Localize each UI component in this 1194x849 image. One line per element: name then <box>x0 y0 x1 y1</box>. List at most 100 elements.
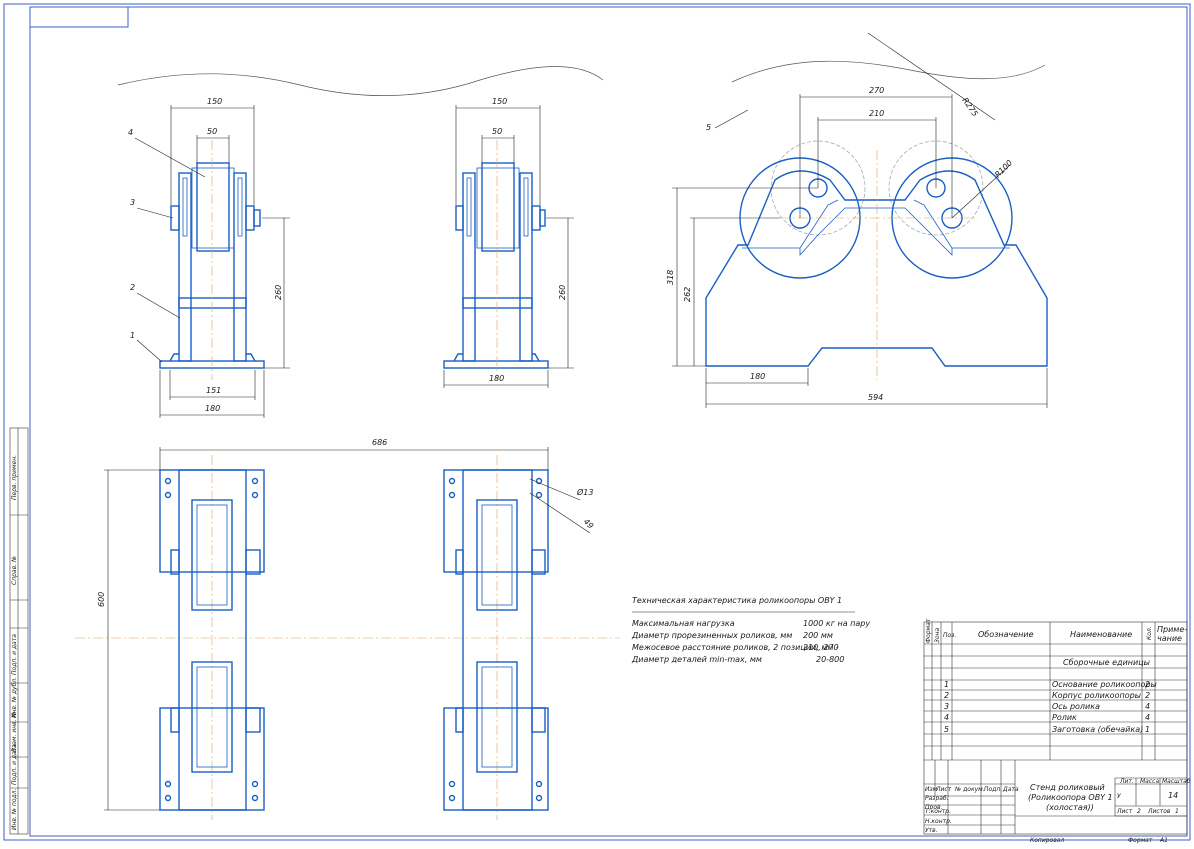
top-stamp-box <box>29 6 129 28</box>
tech-row-label: Диаметр прорезиненных роликов, мм <box>631 631 792 640</box>
dim-front-radius-small: R100 <box>993 158 1014 179</box>
dim-side-base-inner: 151 <box>206 386 221 395</box>
dim-front-base-left: 180 <box>750 372 765 381</box>
outer-border <box>3 3 1191 841</box>
stamp-text-1: Справ. № <box>11 556 18 585</box>
spec-row-pos: 5 <box>944 725 949 734</box>
dim-plan-hole-d: Ø13 <box>576 487 593 497</box>
callout-4: 4 <box>128 128 133 137</box>
spec-header-zone: Зона <box>934 628 941 643</box>
tb-role: Утв. <box>925 827 938 834</box>
tb-sheets-label: Листов <box>1147 808 1171 815</box>
tech-row-value: 1000 кг на пару <box>803 619 870 628</box>
tb-role: Разраб. <box>925 795 949 802</box>
callout-3: 3 <box>130 198 135 207</box>
spec-row-name: Основание роликоопоры <box>1052 680 1157 689</box>
side-view-left: 150 50 260 151 180 4 3 2 1 <box>117 66 604 418</box>
tech-heading: Техническая характеристика роликоопоры O… <box>632 596 842 605</box>
side-stamp-strip: Перв. примен. Справ. № Подп. и дата Инв.… <box>9 427 29 835</box>
dim-plan-length: 600 <box>97 592 106 607</box>
drawing-title: (холостая)) <box>1046 803 1094 812</box>
dim-plan-total-width: 686 <box>372 438 387 447</box>
tb-role: Н.контр. <box>925 818 952 825</box>
tb-sheet-label: Лист <box>1116 808 1133 815</box>
tb-role: Т.контр. <box>925 808 951 815</box>
dim-front-base-total: 594 <box>868 393 883 402</box>
stamp-text-6: Инв. № подл. <box>11 789 18 830</box>
tech-row-value: 200 мм <box>803 631 833 640</box>
stamp-text-3: Инв. № дубл. <box>11 677 18 718</box>
spec-header-note: Приме- <box>1157 625 1187 634</box>
stamp-text-5: Подп. и дата <box>11 744 18 785</box>
tech-row-label: Диаметр деталей min-max, мм <box>631 655 762 664</box>
spec-row-pos: 4 <box>944 713 949 722</box>
spec-header-qty: Кол. <box>1146 626 1153 640</box>
tb-letter-u: У <box>1117 793 1121 800</box>
spec-row-name: Корпус роликоопоры <box>1052 691 1141 700</box>
drawing-title: Стенд роликовый <box>1030 783 1105 792</box>
side-view-right: 150 50 260 180 <box>443 97 574 388</box>
dim-front-inner: 210 <box>869 109 884 118</box>
tb-col-doc: № докум. <box>954 786 985 793</box>
dim-side-height: 260 <box>274 285 283 300</box>
dim-side2-base: 180 <box>489 374 504 383</box>
dim-side-roller-width: 50 <box>207 127 217 136</box>
dim-side-width-top: 150 <box>207 97 222 106</box>
format-label: Формат <box>1128 837 1153 844</box>
dim-front-radius-big: R275 <box>960 96 979 118</box>
tb-sheets-count: 1 <box>1175 808 1179 815</box>
tb-col-list: Лист <box>935 786 952 793</box>
callout-2: 2 <box>130 283 135 292</box>
spec-row-name: Ролик <box>1052 713 1077 722</box>
dim-front-height-axis: 262 <box>683 287 692 302</box>
specification-table: Формат Зона Поз. Обозначение Наименовани… <box>923 618 1191 835</box>
spec-header-pos: Поз. <box>943 632 956 639</box>
tech-row-label: Межосевое расстояние роликов, 2 позиции,… <box>632 643 839 652</box>
spec-row-name: Ось ролика <box>1052 702 1100 711</box>
spec-row-pos: 1 <box>944 680 949 689</box>
callout-5: 5 <box>706 123 711 132</box>
tb-scale-label: Масштаб <box>1162 778 1191 785</box>
plan-view: 686 600 Ø13 49 <box>75 438 620 820</box>
spec-row-qty: 2 <box>1145 691 1150 700</box>
tech-characteristics: Техническая характеристика роликоопоры O… <box>631 596 870 664</box>
dim-side2-width-top: 150 <box>492 97 507 106</box>
tech-row-label: Максимальная нагрузка <box>632 619 735 628</box>
drawing-title: (Роликоопора OBY 1 <box>1028 793 1113 802</box>
stamp-text-0: Перв. примен. <box>11 455 18 500</box>
spec-row-pos: 2 <box>944 691 949 700</box>
spec-header-name: Наименование <box>1070 630 1132 639</box>
tb-lit-label: Лит. <box>1119 778 1134 785</box>
spec-row-qty: 2 <box>1145 680 1150 689</box>
spec-section-title: Сборочные единицы <box>1063 658 1150 667</box>
spec-row-qty: 4 <box>1145 702 1150 711</box>
dim-side-base-outer: 180 <box>205 404 220 413</box>
spec-row-name: Заготовка (обечайка) <box>1052 725 1143 734</box>
stamp-text-4: Взам. инв. № <box>11 711 18 752</box>
dim-front-outer: 270 <box>869 86 884 95</box>
spec-header-designation: Обозначение <box>978 630 1034 639</box>
spec-row-qty: 4 <box>1145 713 1150 722</box>
spec-row-qty: 1 <box>1145 725 1150 734</box>
front-view: R275 270 210 R100 318 262 <box>666 32 1048 408</box>
spec-row-pos: 3 <box>944 702 949 711</box>
tech-row-value: 210, 270 <box>803 643 839 652</box>
tb-col-izm: Изм <box>925 786 938 793</box>
tb-mass-label: Масса <box>1140 778 1159 785</box>
inner-border <box>29 6 1188 837</box>
tb-col-sign: Подп. <box>984 786 1002 793</box>
dim-side2-height: 260 <box>558 285 567 300</box>
copied-label: Копировал <box>1030 837 1064 844</box>
callout-1: 1 <box>130 331 135 340</box>
tb-sheets-total: 14 <box>1168 791 1178 800</box>
tb-role: Пров. <box>925 804 943 811</box>
stamp-text-2: Подп. и дата <box>11 634 18 675</box>
spec-header-format: Формат <box>925 618 932 643</box>
format-value: А1 <box>1159 837 1168 844</box>
tb-sheet-no: 2 <box>1137 808 1141 815</box>
tb-col-date: Дата <box>1002 786 1019 793</box>
tech-row-value: 20-800 <box>816 655 844 664</box>
dim-side2-roller-width: 50 <box>492 127 502 136</box>
